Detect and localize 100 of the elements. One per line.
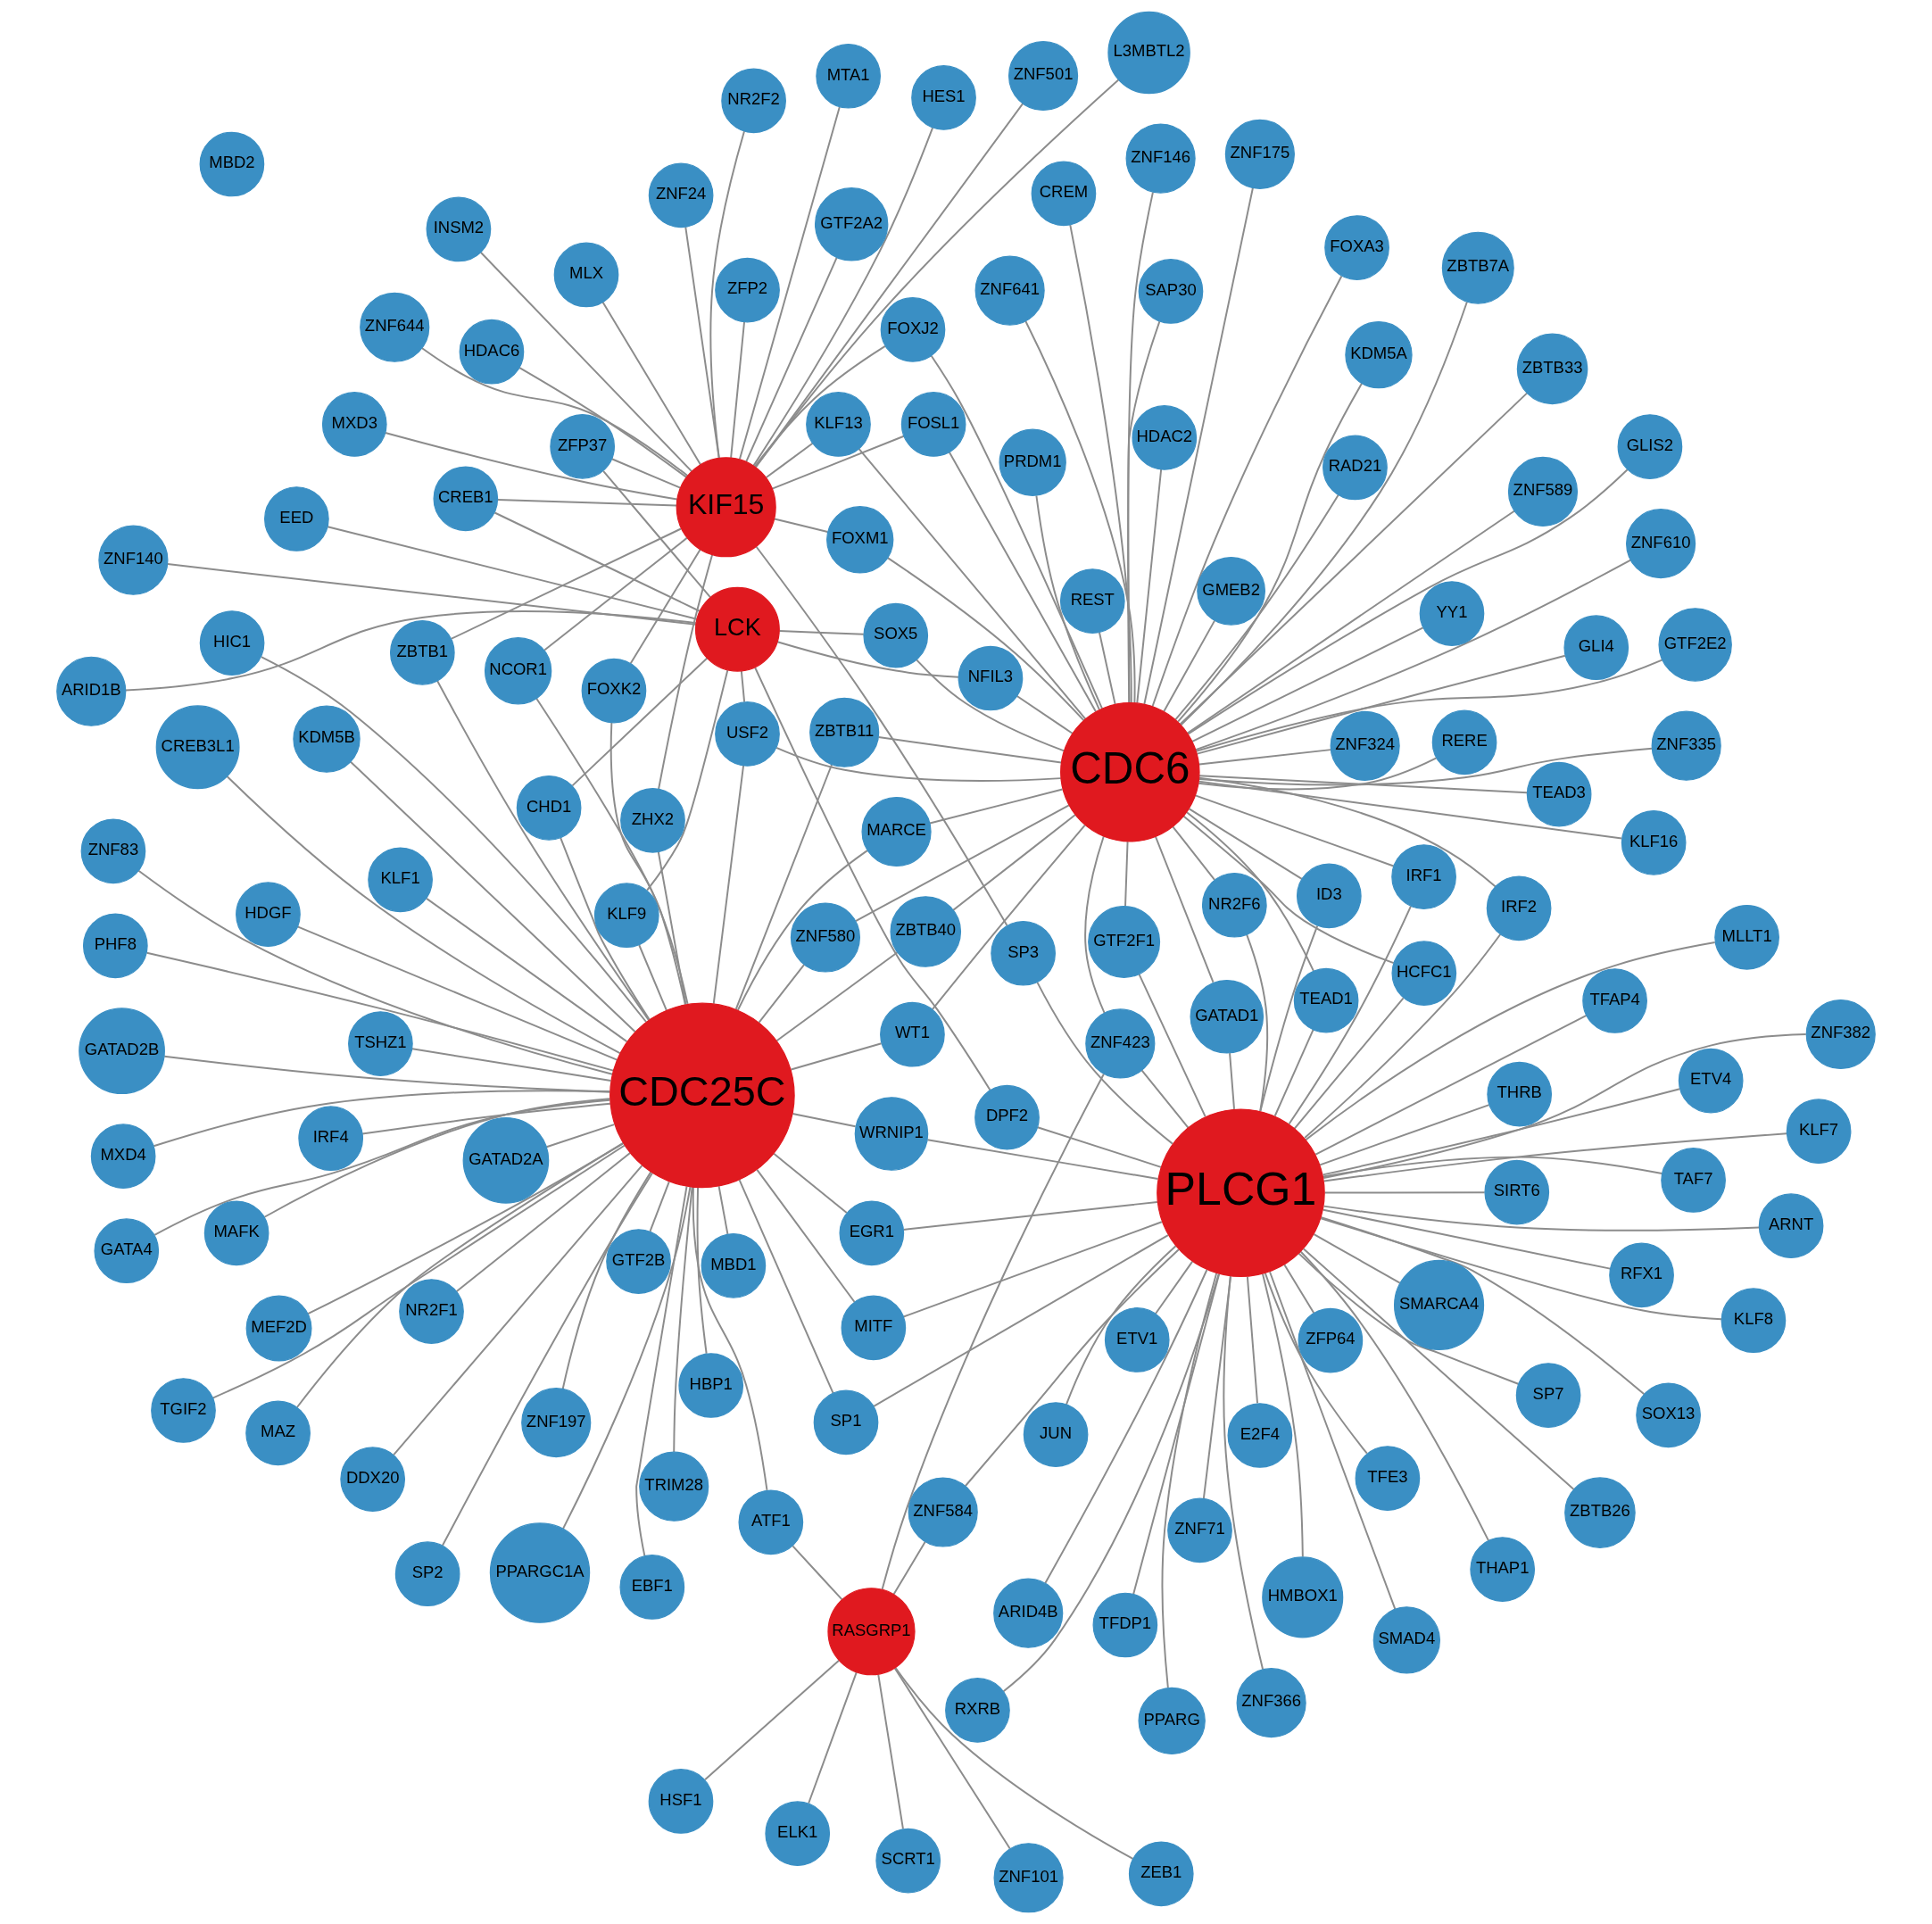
node-circle: THAP1 (1470, 1537, 1536, 1602)
connector (1313, 1233, 1401, 1284)
connector (808, 1671, 858, 1804)
node-circle: PPARG (1138, 1687, 1206, 1755)
node-circle: GATAD2A (462, 1117, 550, 1204)
node-circle: MEF2D (245, 1295, 312, 1362)
connector (1223, 1275, 1265, 1671)
node-circle: GATAD1 (1190, 980, 1265, 1054)
connector (1002, 1273, 1220, 1693)
connector (1298, 1252, 1520, 1385)
connector (931, 824, 1086, 1011)
connector (775, 951, 899, 1042)
connector (560, 836, 651, 1021)
node-circle: ZNF324 (1330, 710, 1400, 781)
node-circle: ZNF580 (790, 902, 860, 973)
connector (1044, 1269, 1208, 1585)
node-circle: ZNF146 (1125, 123, 1196, 194)
node-circle: RXRB (945, 1678, 1010, 1743)
node-circle: ZBTB26 (1564, 1477, 1636, 1548)
node-circle: RFX1 (1609, 1242, 1674, 1308)
node-circle: YY1 (1419, 581, 1485, 646)
connector (776, 641, 959, 678)
connector (1136, 469, 1163, 704)
connector (455, 1151, 631, 1293)
connector (1194, 559, 1632, 751)
connector (420, 346, 689, 477)
node-circle: ELK1 (765, 1801, 831, 1866)
connector (629, 548, 701, 665)
node-circle: IRF1 (1391, 844, 1456, 909)
node-circle: TFDP1 (1092, 1592, 1158, 1658)
node-circle: PRDM1 (999, 428, 1066, 496)
node-circle: HDAC2 (1132, 405, 1198, 470)
node-circle: CREB3L1 (155, 705, 240, 790)
node-circle: ZBTB40 (890, 896, 962, 967)
node-circle: GLI4 (1563, 615, 1629, 681)
node-circle: HCFC1 (1391, 941, 1457, 1006)
node-circle: KLF9 (593, 883, 659, 949)
node-circle: NFIL3 (958, 645, 1024, 711)
connector (704, 1659, 841, 1781)
connector (738, 106, 841, 460)
connector (436, 679, 650, 1022)
node-circle: ETV1 (1104, 1307, 1170, 1373)
node-circle: SMARCA4 (1394, 1259, 1485, 1350)
node-circle: MBD1 (701, 1232, 767, 1298)
connector (561, 1186, 692, 1530)
node-circle: MARCE (861, 796, 932, 867)
connector (393, 1165, 643, 1456)
connector (153, 1090, 611, 1148)
node-circle: KLF16 (1621, 809, 1687, 875)
connector (1305, 941, 1716, 1141)
connector (771, 435, 905, 490)
connector (295, 1141, 625, 1408)
node-circle: JUN (1023, 1402, 1089, 1467)
connector (873, 1234, 1169, 1407)
connector (1293, 997, 1405, 1130)
connector (696, 1187, 708, 1355)
node-circle: MTA1 (816, 43, 881, 109)
node-circle: MITF (841, 1295, 907, 1361)
node-circle: SP1 (813, 1389, 879, 1455)
connector (673, 1186, 693, 1453)
node-circle: ZNF644 (360, 292, 430, 362)
connector (1099, 631, 1116, 705)
connector (1182, 815, 1395, 965)
connector (1304, 933, 1502, 1139)
connector (1314, 1014, 1588, 1156)
connector (1269, 1271, 1397, 1611)
node-circle: HSF1 (648, 1769, 714, 1834)
connector (263, 1098, 611, 1218)
node-circle: MLX (553, 242, 619, 308)
connector (1180, 301, 1468, 726)
node-circle: TEAD3 (1526, 761, 1592, 827)
node-circle: L3MBTL2 (1107, 11, 1190, 95)
node-circle: USF2 (715, 701, 780, 767)
node-circle: REST (1059, 568, 1125, 634)
node-circle: ARID4B (993, 1578, 1064, 1648)
node-circle: SP2 (394, 1541, 460, 1607)
connector (952, 814, 1076, 911)
node-circle: HIC1 (199, 610, 265, 676)
connector (426, 897, 628, 1043)
connector (1194, 794, 1395, 867)
connector (858, 447, 1087, 720)
connector (754, 667, 991, 1091)
connector (545, 1124, 616, 1149)
connector (1273, 1028, 1314, 1117)
node-circle: KLF8 (1721, 1288, 1787, 1354)
node-circle: KIF15 (676, 457, 776, 558)
connector (1016, 695, 1074, 734)
node-circle: RASGRP1 (827, 1588, 916, 1676)
node-circle: EBF1 (619, 1555, 685, 1620)
connector (1035, 494, 1100, 711)
node-circle: ZBTB1 (389, 620, 455, 685)
node-circle: SAP30 (1138, 259, 1204, 324)
node-circle: ZNF382 (1805, 999, 1876, 1070)
node-circle: KLF1 (368, 847, 433, 913)
node-circle: SP3 (991, 920, 1056, 986)
connector (602, 469, 712, 599)
connector (1127, 320, 1161, 704)
node-circle: ZNF584 (908, 1477, 978, 1547)
connector (646, 669, 729, 892)
node-circle: PPARGC1A (489, 1522, 591, 1623)
